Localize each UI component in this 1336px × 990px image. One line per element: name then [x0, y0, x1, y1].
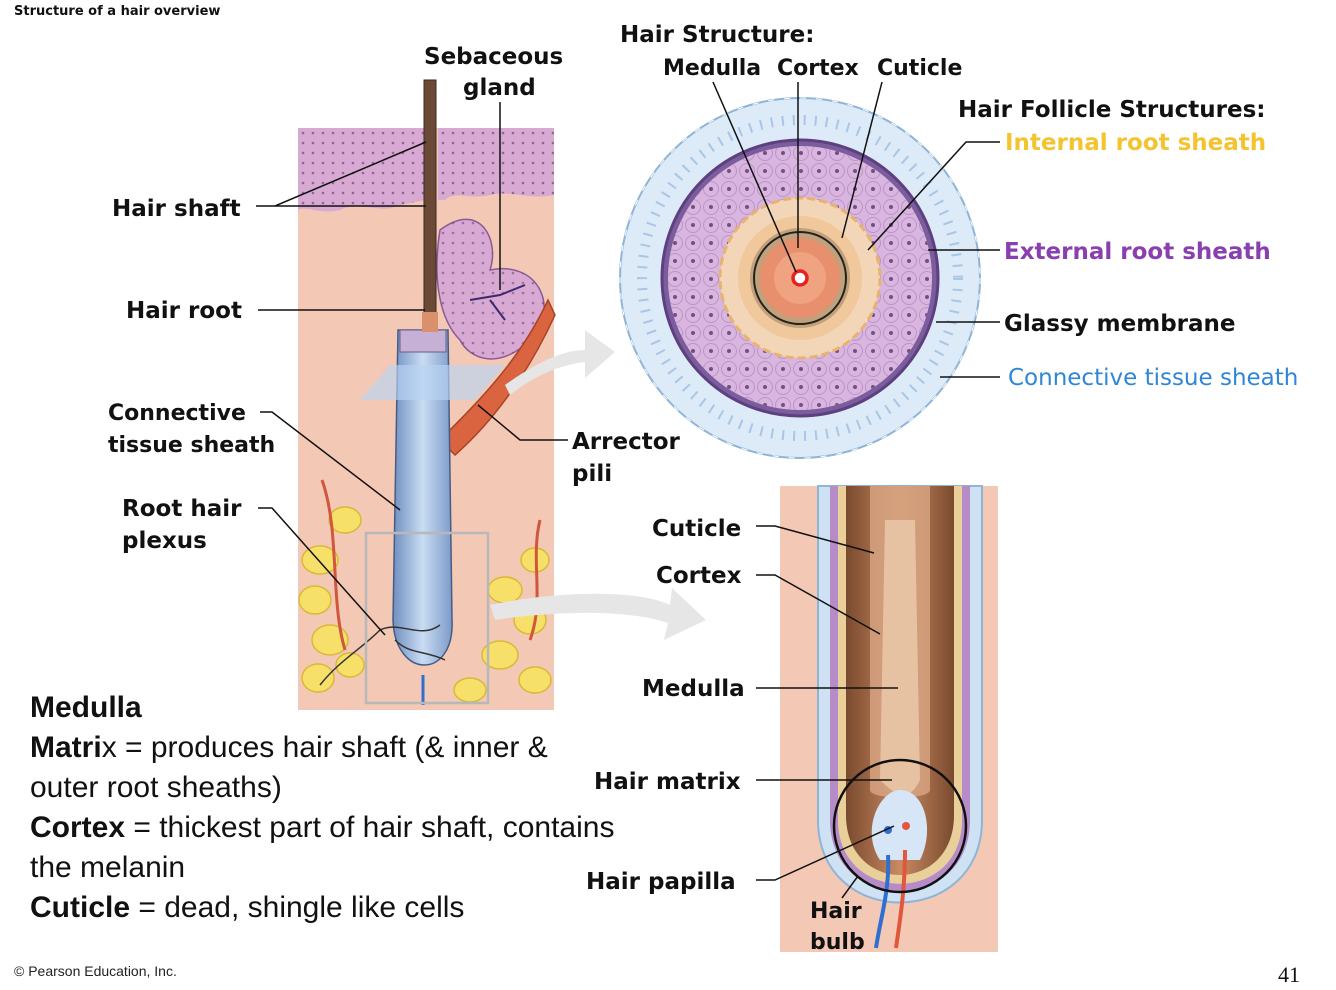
label-hair-bulb-2: bulb — [810, 930, 865, 955]
note-matrix-text: x = produces hair shaft (& inner & outer… — [30, 731, 548, 804]
follicle-sheath — [392, 329, 453, 666]
title-hair-follicle-structures: Hair Follicle Structures: — [958, 97, 1265, 123]
copyright-notice: © Pearson Education, Inc. — [14, 963, 177, 979]
label-bulb-medulla: Medulla — [642, 676, 745, 702]
page-number: 41 — [1278, 962, 1300, 987]
label-external-root-sheath: External root sheath — [1004, 239, 1271, 265]
note-cuticle-text: = dead, shingle like cells — [130, 891, 465, 924]
label-bulb-cuticle: Cuticle — [652, 516, 741, 542]
label-bulb-cortex: Cortex — [656, 563, 742, 589]
label-connective-tissue-sheath-2: tissue sheath — [108, 433, 275, 458]
label-cs-cuticle: Cuticle — [877, 56, 962, 81]
slide-title: Structure of a hair overview — [14, 4, 221, 19]
title-hair-structure: Hair Structure: — [620, 22, 814, 48]
note-cuticle-term: Cuticle — [30, 891, 131, 924]
note-cortex-term: Cortex — [30, 811, 126, 844]
label-root-hair-plexus-1: Root hair — [122, 496, 242, 522]
label-cs-medulla: Medulla — [663, 56, 761, 81]
label-connective-tissue-sheath-1: Connective — [108, 401, 246, 426]
label-arrector-pili-2: pili — [572, 461, 612, 487]
note-medulla-term: Medulla — [30, 691, 142, 724]
label-hair-shaft: Hair shaft — [112, 196, 241, 222]
hair-bulb-illustration — [780, 485, 998, 952]
note-matrix-term: Matri — [30, 731, 102, 764]
zoom-arrow-cross-section — [505, 330, 615, 395]
follicle-cross-section — [619, 97, 981, 459]
label-cs-cortex: Cortex — [777, 56, 859, 81]
label-sebaceous-gland-2: gland — [463, 75, 536, 101]
label-hair-matrix: Hair matrix — [594, 769, 741, 795]
label-root-hair-plexus-2: plexus — [122, 528, 207, 554]
hair-shaft-shape — [423, 79, 437, 331]
note-matrix: Matrix = produces hair shaft (& inner & … — [30, 728, 620, 808]
notes-text: Medulla Matrix = produces hair shaft (& … — [30, 688, 620, 928]
label-hair-papilla: Hair papilla — [586, 869, 736, 895]
note-cortex-text: = thickest part of hair shaft, contains … — [30, 811, 615, 884]
label-glassy-membrane: Glassy membrane — [1004, 311, 1236, 337]
label-cs-connective-tissue-sheath: Connective tissue sheath — [1008, 365, 1298, 391]
label-sebaceous-gland-1: Sebaceous — [424, 44, 563, 70]
note-cortex: Cortex = thickest part of hair shaft, co… — [30, 808, 620, 888]
zoom-arrow-bulb — [490, 588, 706, 640]
note-medulla: Medulla — [30, 688, 620, 728]
label-hair-bulb-1: Hair — [810, 899, 862, 924]
label-arrector-pili-1: Arrector — [572, 429, 681, 455]
label-internal-root-sheath: Internal root sheath — [1005, 130, 1266, 156]
note-cuticle: Cuticle = dead, shingle like cells — [30, 888, 620, 928]
label-hair-root: Hair root — [126, 298, 242, 324]
